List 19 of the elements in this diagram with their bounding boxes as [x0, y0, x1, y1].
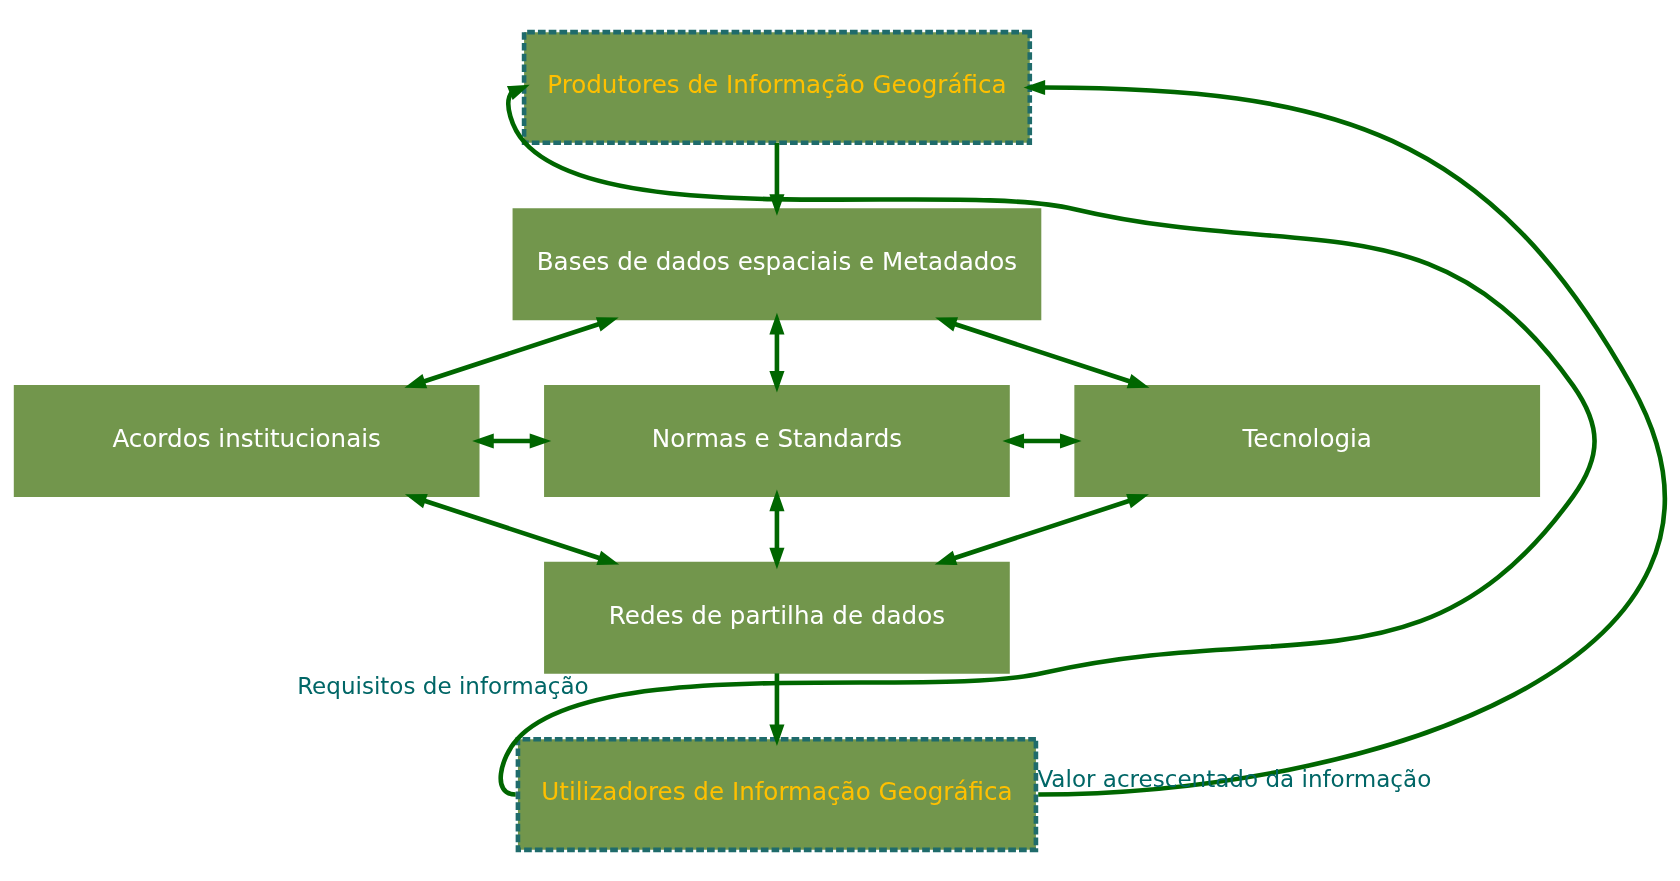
- arrow: [404, 493, 620, 565]
- arrow: [472, 432, 552, 449]
- node-box: Bases de dados espaciais e Metadados: [512, 207, 1042, 320]
- arrow: [769, 672, 785, 746]
- arrow: [1023, 79, 1666, 797]
- node-box: Acordos institucionais: [13, 384, 480, 497]
- arrow: [935, 316, 1150, 388]
- arrow: [1002, 432, 1082, 449]
- arrow: [404, 316, 619, 388]
- arrow: [769, 489, 785, 569]
- node-box: Produtores de Informação Geográfica: [521, 29, 1033, 145]
- node-box: Normas e Standards: [544, 384, 1010, 497]
- edge-label: Requisitos de informação: [297, 672, 589, 699]
- arrow: [934, 493, 1149, 565]
- node-box: Utilizadores de Informação Geográfica: [515, 736, 1039, 852]
- arrow: [769, 312, 785, 392]
- node-box: Tecnologia: [1074, 384, 1541, 497]
- node-box: Redes de partilha de dados: [544, 561, 1010, 674]
- arrow: [498, 84, 1597, 796]
